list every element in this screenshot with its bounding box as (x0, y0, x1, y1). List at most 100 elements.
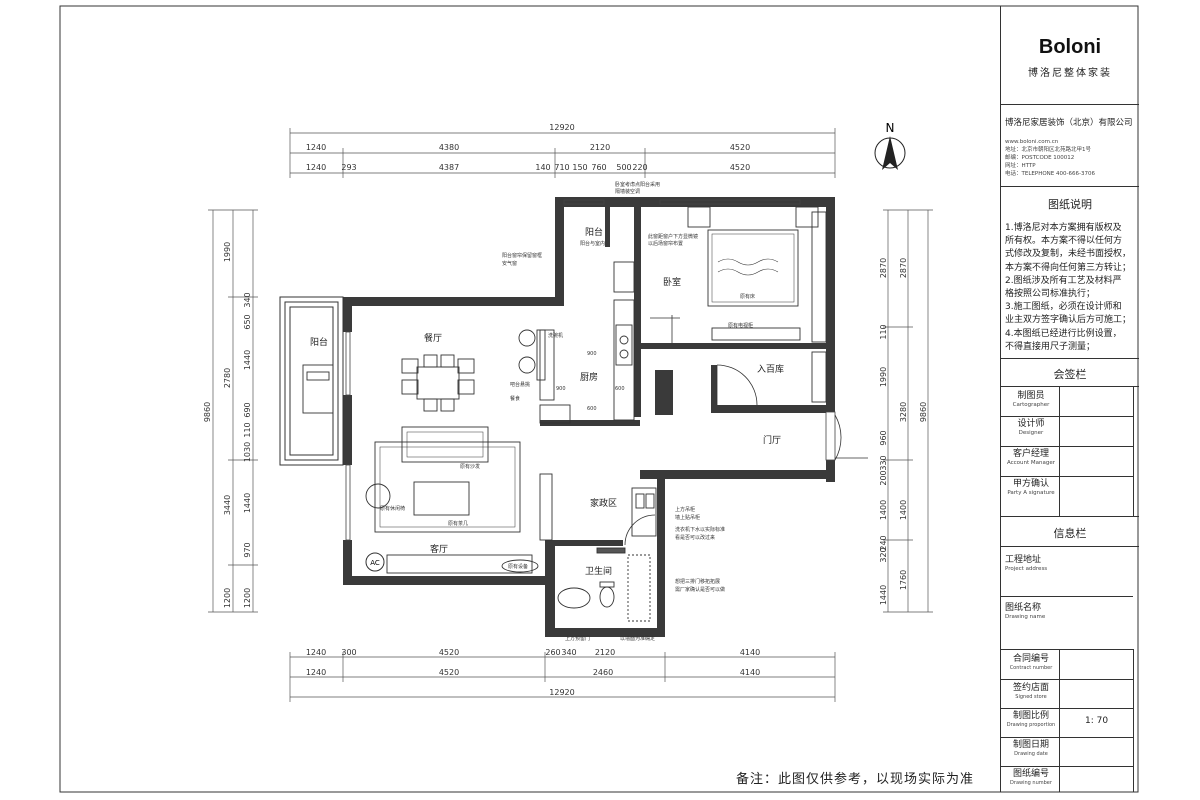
note-a10: 洗碗机 (548, 332, 563, 339)
ac-label: AC (370, 559, 380, 567)
note-a23: 上方预留门 (565, 635, 590, 642)
dim-right-r1-0: 2870 (879, 258, 888, 278)
note-a20: 看是否可以改过来 (675, 534, 715, 541)
title-block: Boloni 博洛尼整体家装 博洛尼家居装饰（北京）有限公司 www.bolon… (1000, 6, 1139, 792)
sign-row-party-a: 甲方确认 Party A signature (1005, 480, 1057, 498)
room-kitchen: 厨房 (580, 371, 598, 383)
note-line: 2.图纸涉及所有工艺及材料严 (1005, 275, 1122, 286)
dim-left-r1-3: 1200 (223, 588, 232, 608)
dim-top-r2-6: 760 (591, 163, 606, 172)
left-dimensions (208, 209, 258, 613)
brand-subtitle: 博洛尼整体家装 (1028, 68, 1112, 79)
meta-label-en: Drawing date (1014, 751, 1048, 757)
dim-left-r2-3: 690 (243, 402, 252, 417)
sign-label: 甲方确认 (1012, 479, 1049, 489)
west-balcony (279, 296, 344, 466)
info-label-en: Drawing name (1005, 614, 1046, 620)
meta-label: 图纸编号 (1012, 769, 1049, 779)
dim-left-r2-7: 970 (243, 542, 252, 557)
dim-right-r1-4: 330 (879, 455, 888, 470)
divider (1001, 546, 1139, 547)
sign-label-en: Party A signature (1007, 490, 1055, 496)
dim-right-r2-2: 1400 (899, 500, 908, 520)
meta-label-en: Signed store (1015, 694, 1047, 700)
note-line: 格按照公司标准执行； (1005, 289, 1096, 300)
sign-row-cartographer: 制图员 Cartographer (1005, 392, 1057, 410)
note-k3: 900 (587, 351, 597, 357)
meta-value-scale: 1: 70 (1085, 716, 1109, 726)
meta-label-en: Drawing proportion (1006, 722, 1056, 728)
note-a9: 原有电视柜 (728, 322, 753, 329)
dim-right-r1-6: 1400 (879, 500, 888, 520)
info-row-project-address: 工程地址 Project address (1005, 556, 1137, 574)
dim-right-r1-7: 240 (879, 535, 888, 550)
note-a24: 以墙面为准确定 (620, 635, 655, 642)
note-line: 所有权。本方案不得以任何方 (1005, 236, 1123, 247)
dim-bot-r1-0: 1240 (306, 648, 326, 657)
dim-top-r2-8: 220 (632, 163, 647, 172)
sign-title: 会签栏 (1053, 368, 1087, 381)
note-a19: 洗衣机下水以实际标准 (675, 526, 725, 533)
note-a7: 以后场窗帘布置 (648, 240, 683, 247)
room-balcony-north: 阳台 (585, 226, 603, 238)
bathroom-fixtures (539, 473, 657, 622)
sign-label: 客户经理 (1012, 449, 1049, 459)
company-name: 博洛尼家居装饰（北京）有限公司 (1005, 118, 1133, 128)
dim-left-r2-2: 1440 (243, 350, 252, 370)
dim-top-r2-5: 150 (572, 163, 587, 172)
dim-top-r2-9: 4520 (730, 163, 750, 172)
dim-bot-r1-5: 2120 (595, 648, 615, 657)
notes-title: 图纸说明 (1048, 198, 1092, 211)
dim-top-r1-0: 1240 (306, 143, 326, 152)
dim-top-r2-2: 4387 (439, 163, 459, 172)
note-line: 不得直接用尺子测量； (1005, 341, 1096, 352)
room-balcony-west: 阳台 (310, 336, 328, 348)
bar-counter (518, 329, 571, 424)
doors (624, 315, 868, 546)
sign-label: 设计师 (1017, 419, 1045, 429)
note-a17: 上方吊柜 (675, 506, 695, 513)
drawing-notes: 1.博洛尼对本方案拥有版权及 所有权。本方案不得以任何方 式修改及复制，未经书面… (1005, 222, 1137, 354)
divider (1001, 708, 1133, 709)
north-label: N (886, 121, 895, 135)
meta-row-date: 制图日期 Drawing date (1005, 741, 1057, 759)
note-a15: 原有茶几 (448, 520, 468, 527)
dim-bot-r1-3: 260 (545, 648, 560, 657)
note-k1: 900 (556, 386, 566, 392)
note-a8: 原有床 (740, 293, 755, 300)
north-arrow: N (874, 121, 906, 170)
dim-left-r2-6: 1440 (243, 493, 252, 513)
divider (1001, 104, 1139, 105)
room-bathroom: 卫生间 (585, 565, 612, 577)
dim-left-total: 9860 (203, 402, 212, 422)
meta-row-drawing-number: 图纸编号 Drawing number (1005, 770, 1057, 788)
dim-right-r1-1: 110 (879, 324, 888, 339)
bedroom-furniture (687, 206, 827, 403)
sheet-border (59, 5, 1139, 793)
room-wardrobe: 入百库 (757, 363, 784, 375)
note-line: 式修改及复制，未经书面授权， (1005, 249, 1132, 260)
divider (1001, 766, 1133, 767)
brand-logo: Boloni (1038, 36, 1102, 58)
dim-bot-r1-1: 300 (341, 648, 356, 657)
dim-bot-r2-3: 4140 (740, 668, 760, 677)
divider (1001, 358, 1139, 359)
dim-right-r1-5: 200 (879, 470, 888, 485)
meta-row-contract: 合同编号 Contract number (1005, 655, 1057, 673)
divider (1001, 679, 1133, 680)
footnote: 备注：此图仅供参考，以现场实际为准 (736, 772, 975, 787)
dim-left-r2-5: 1030 (243, 442, 252, 462)
note-a11: 吧台悬挑 (510, 381, 530, 388)
divider (1133, 649, 1134, 792)
info-label-en: Project address (1005, 566, 1048, 572)
dim-bot-r2-0: 1240 (306, 668, 326, 677)
dim-right-r2-3: 1760 (899, 570, 908, 590)
divider (1001, 516, 1139, 517)
note-a2: 隔墙装空调 (615, 188, 640, 195)
windows (345, 199, 836, 541)
info-title: 信息栏 (1053, 527, 1087, 540)
dim-right-r1-9: 1440 (879, 585, 888, 605)
meta-label-en: Drawing number (1010, 780, 1052, 786)
